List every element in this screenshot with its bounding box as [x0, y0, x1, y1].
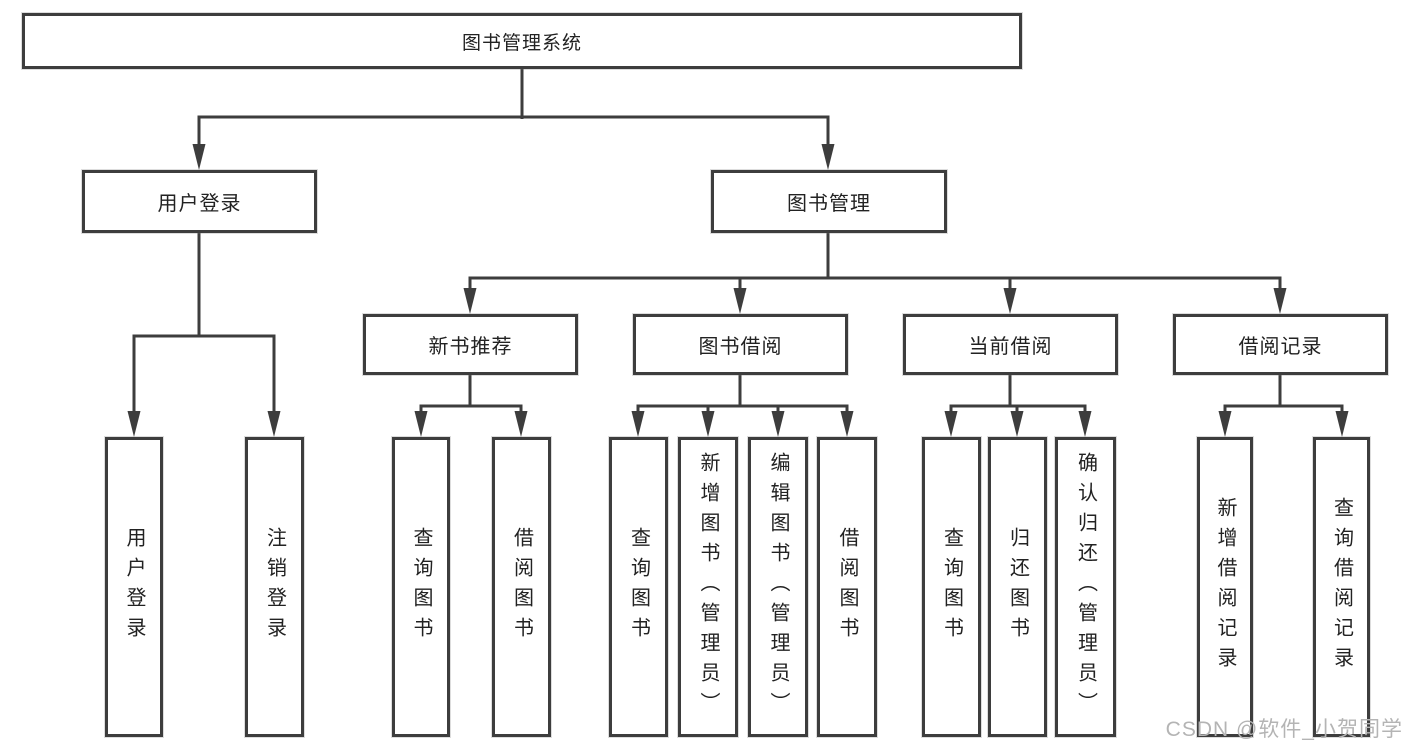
node-library-system-label: 图书管理系统 — [461, 32, 582, 54]
node-leaf-return-book: 归还图书 — [988, 437, 1047, 737]
node-leaf-query-book-1: 查询图书 — [392, 437, 450, 737]
node-leaf-query-book-2-label: 查询图书 — [627, 527, 650, 647]
node-leaf-query-book-2: 查询图书 — [609, 437, 668, 737]
node-leaf-edit-book-admin: 编辑图书（管理员） — [748, 437, 808, 737]
node-leaf-logout: 注销登录 — [245, 437, 304, 737]
node-leaf-borrow-book-1: 借阅图书 — [492, 437, 551, 737]
node-current-borrow-label: 当前借阅 — [968, 336, 1053, 358]
node-leaf-add-borrow-record-label: 新增借阅记录 — [1214, 497, 1236, 677]
node-user-login-label: 用户登录 — [157, 193, 242, 215]
node-current-borrow: 当前借阅 — [903, 314, 1118, 375]
node-leaf-add-book-admin: 新增图书（管理员） — [678, 437, 738, 737]
node-book-borrow: 图书借阅 — [633, 314, 848, 375]
node-leaf-query-borrow-record: 查询借阅记录 — [1313, 437, 1370, 737]
node-leaf-edit-book-admin-label: 编辑图书（管理员） — [767, 452, 789, 722]
node-book-management-label: 图书管理 — [787, 193, 871, 215]
node-leaf-confirm-return-admin-label: 确认归还（管理员） — [1074, 452, 1097, 722]
csdn-watermark: CSDN @软件_小贺同学 — [1165, 718, 1403, 741]
node-book-borrow-label: 图书借阅 — [698, 336, 783, 358]
node-leaf-return-book-label: 归还图书 — [1006, 527, 1029, 647]
node-leaf-user-login-label: 用户登录 — [123, 527, 145, 647]
node-leaf-add-book-admin-label: 新增图书（管理员） — [697, 452, 719, 722]
node-leaf-query-book-1-label: 查询图书 — [410, 527, 432, 647]
node-leaf-query-book-3: 查询图书 — [922, 437, 981, 737]
node-new-book-recommend: 新书推荐 — [363, 314, 578, 375]
node-borrow-record-label: 借阅记录 — [1238, 336, 1323, 358]
node-new-book-recommend-label: 新书推荐 — [428, 336, 513, 358]
node-leaf-borrow-book-2-label: 借阅图书 — [836, 527, 858, 647]
node-leaf-add-borrow-record: 新增借阅记录 — [1197, 437, 1253, 737]
arrowheads — [127, 144, 1349, 437]
node-leaf-query-borrow-record-label: 查询借阅记录 — [1330, 497, 1353, 677]
node-leaf-confirm-return-admin: 确认归还（管理员） — [1055, 437, 1116, 737]
node-user-login: 用户登录 — [82, 170, 317, 233]
node-leaf-borrow-book-2: 借阅图书 — [817, 437, 877, 737]
node-borrow-record: 借阅记录 — [1173, 314, 1388, 375]
node-library-system: 图书管理系统 — [22, 13, 1022, 69]
node-leaf-logout-label: 注销登录 — [263, 527, 286, 647]
node-book-management: 图书管理 — [711, 170, 947, 233]
node-leaf-borrow-book-1-label: 借阅图书 — [510, 527, 533, 647]
node-leaf-query-book-3-label: 查询图书 — [940, 527, 963, 647]
node-leaf-user-login: 用户登录 — [105, 437, 163, 737]
